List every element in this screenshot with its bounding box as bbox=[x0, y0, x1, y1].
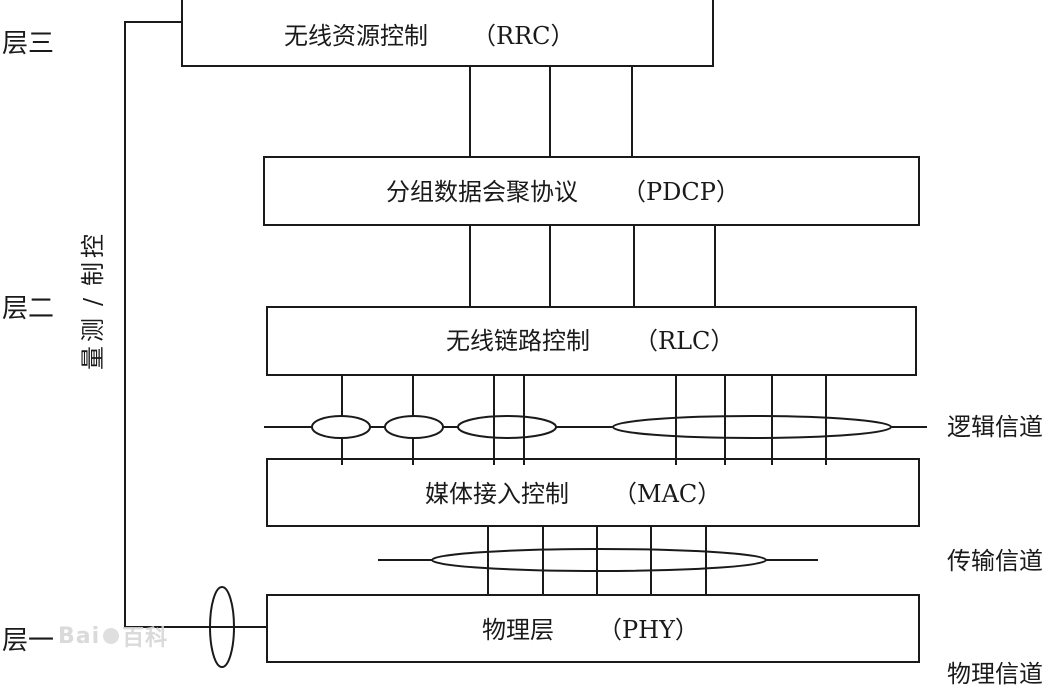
pdcp-box bbox=[263, 156, 920, 226]
layer-two-label: 层二 bbox=[2, 294, 55, 324]
baidu-watermark: Bai 百科 bbox=[58, 620, 168, 652]
vertical-char: 控 bbox=[79, 234, 107, 258]
vertical-char: 测 bbox=[79, 318, 107, 342]
paw-icon bbox=[103, 628, 120, 644]
layer-one-label: 层一 bbox=[2, 626, 55, 656]
mac-name: 媒体接入控制 bbox=[425, 480, 569, 508]
rlc-label: 无线链路控制 （RLC） bbox=[446, 329, 734, 353]
pdcp-label: 分组数据会聚协议 （PDCP） bbox=[386, 180, 740, 204]
rrc-name: 无线资源控制 bbox=[284, 22, 428, 50]
phy-label: 物理层 （PHY） bbox=[482, 618, 699, 642]
rrc-box bbox=[181, 0, 714, 67]
mac-label: 媒体接入控制 （MAC） bbox=[425, 482, 721, 506]
control-measurement-label: 控 制 / 测 量 bbox=[76, 232, 110, 372]
layer-three-label: 层三 bbox=[2, 29, 55, 59]
vertical-char: 量 bbox=[79, 346, 107, 370]
phy-name: 物理层 bbox=[482, 616, 554, 644]
vertical-char: 制 bbox=[79, 262, 107, 286]
control-bracket-line bbox=[124, 21, 267, 628]
mac-box bbox=[266, 458, 920, 527]
transport-channel-label: 传输信道 bbox=[947, 547, 1043, 575]
watermark-text-left: Bai bbox=[58, 623, 101, 649]
rrc-abbr: （RRC） bbox=[472, 22, 575, 50]
phy-abbr: （PHY） bbox=[598, 616, 699, 644]
rlc-box bbox=[266, 306, 917, 376]
logical-channel-ellipse bbox=[457, 415, 557, 439]
mac-abbr: （MAC） bbox=[613, 480, 722, 508]
phy-box bbox=[266, 594, 920, 663]
pdcp-name: 分组数据会聚协议 bbox=[386, 178, 578, 206]
rrc-label: 无线资源控制 （RRC） bbox=[284, 24, 575, 48]
logical-channel-ellipse bbox=[311, 415, 371, 439]
logical-channel-ellipse bbox=[612, 415, 892, 439]
logical-channel-ellipse bbox=[384, 415, 444, 439]
rlc-abbr: （RLC） bbox=[634, 327, 735, 355]
vertical-char: / bbox=[79, 297, 107, 307]
transport-channel-ellipse bbox=[431, 548, 767, 572]
watermark-text-right: 百科 bbox=[122, 626, 169, 651]
pdcp-abbr: （PDCP） bbox=[622, 178, 740, 206]
logical-channel-label: 逻辑信道 bbox=[947, 413, 1043, 441]
rlc-name: 无线链路控制 bbox=[446, 327, 590, 355]
physical-channel-label: 物理信道 bbox=[947, 660, 1043, 688]
